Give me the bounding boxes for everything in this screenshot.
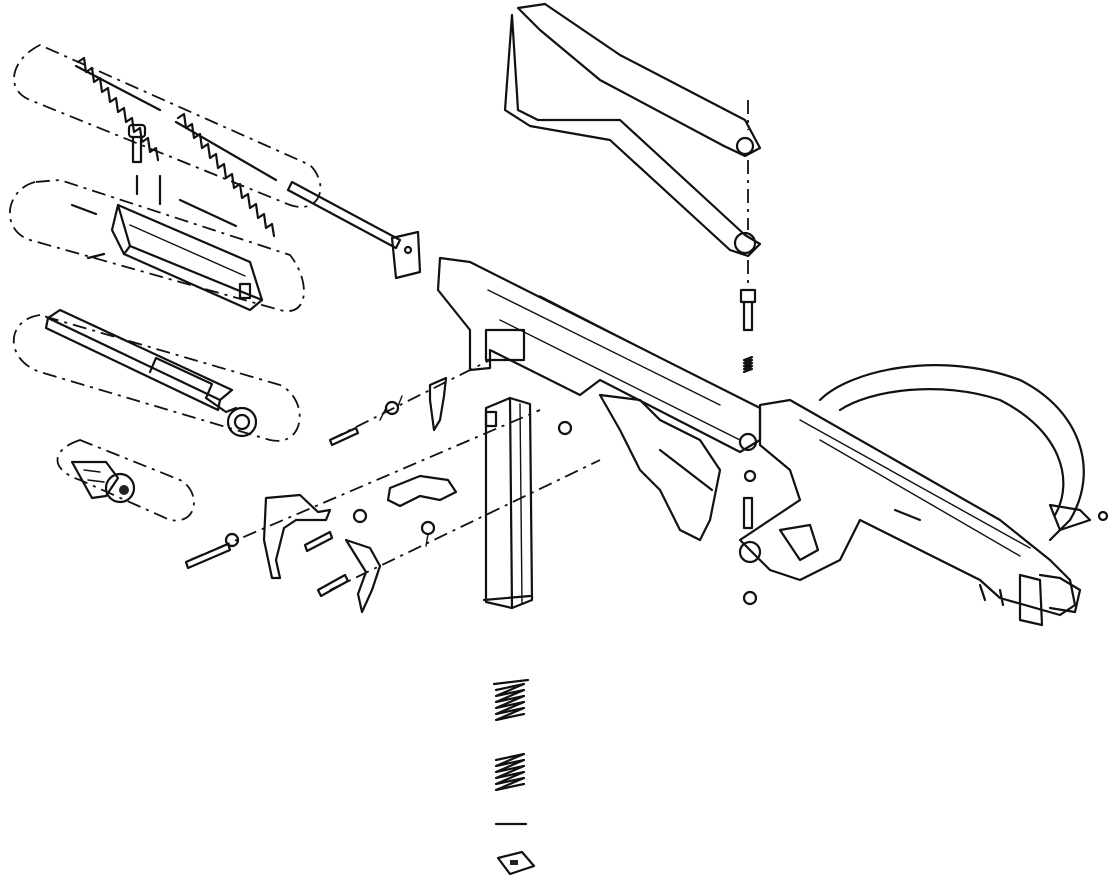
hammer [386,474,458,508]
sear [344,538,382,614]
spring-group-outline [13,44,322,208]
pin-low-a [303,530,334,553]
recoil-spring-upper [74,56,162,162]
buffer-pin [127,123,147,164]
trigger [262,493,332,580]
torsion-spring-c [224,532,240,548]
barrel [44,308,258,438]
pin-low-b [316,573,350,598]
pin-upper [328,426,360,447]
lower-frame [738,398,1082,627]
muzzle-cap [70,460,136,504]
magazine [482,396,534,610]
torsion-spring-e [420,520,436,547]
trigger-assembly-leaders [189,359,601,591]
magazine-follower [496,850,536,876]
torsion-spring-a [379,395,403,421]
barrel-group-outline [13,314,301,442]
bolt-group-outline [8,179,305,312]
torsion-spring-d [352,508,368,524]
torsion-spring-b [557,420,573,436]
stock-spring [742,355,754,374]
bolt [70,174,264,312]
wire-stock [503,2,762,290]
magazine-spring [492,678,530,826]
buffer-rod [286,180,422,280]
stock-screw-upper [739,288,757,332]
recoil-spring-lower [174,112,278,238]
cap-group-outline [56,439,195,522]
sling [818,364,1109,542]
frame-screw-lower [742,469,758,606]
pin-mid [184,542,232,570]
disconnector [428,376,448,432]
